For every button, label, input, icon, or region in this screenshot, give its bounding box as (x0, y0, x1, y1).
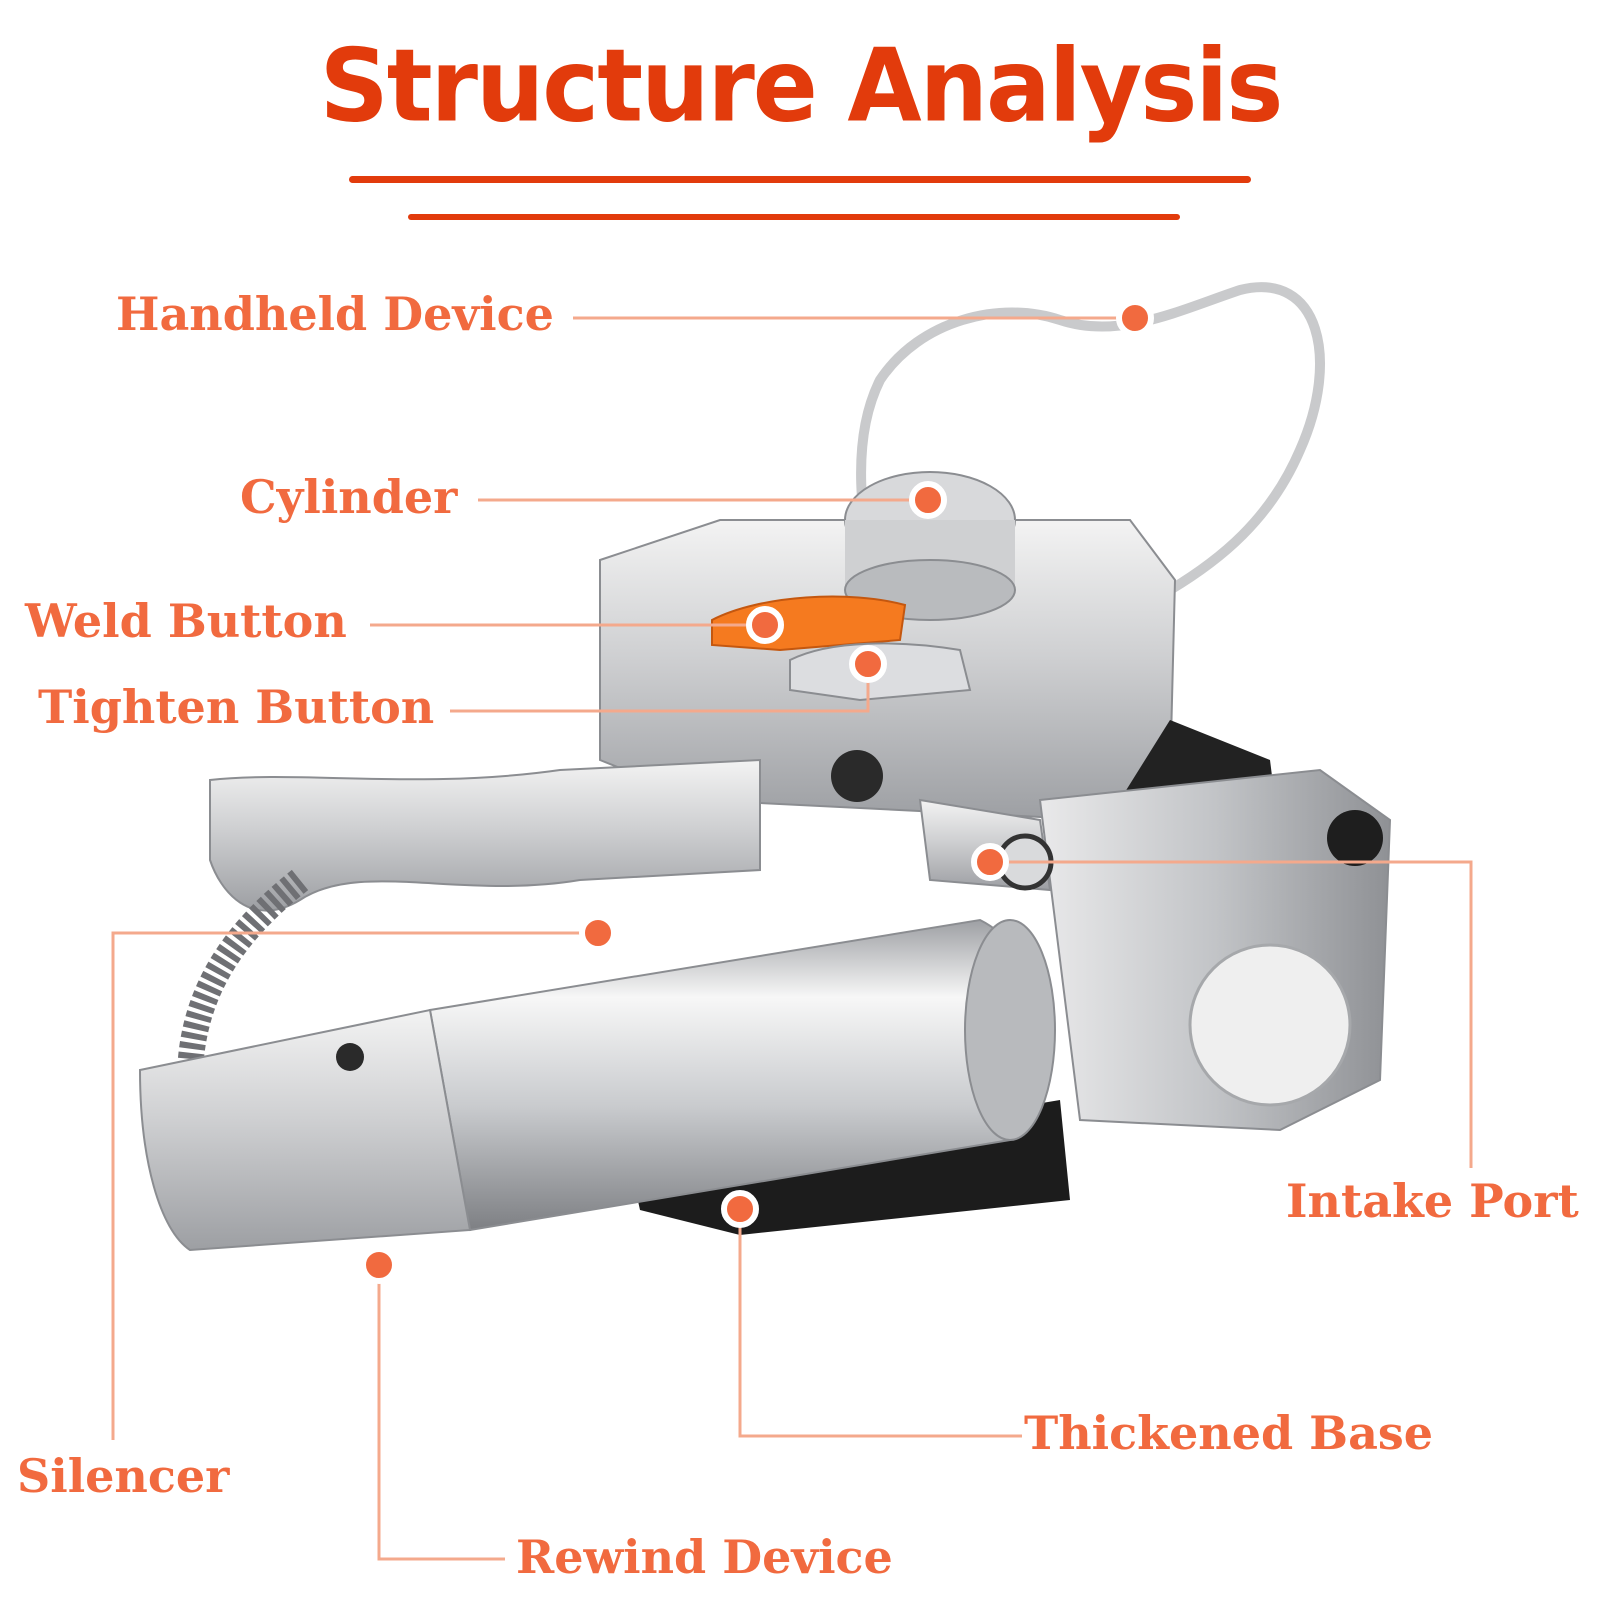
dot-handheld (1116, 299, 1154, 337)
label-thickened-base: Thickened Base (1024, 1406, 1434, 1460)
dot-tighten (849, 645, 887, 683)
label-silencer: Silencer (17, 1449, 230, 1503)
label-cylinder: Cylinder (240, 470, 458, 524)
page-title: Structure Analysis (319, 27, 1284, 145)
leader-intake (990, 860, 1473, 1168)
label-handheld-device: Handheld Device (116, 287, 554, 341)
title-underline-bottom (408, 214, 1180, 220)
label-rewind-device: Rewind Device (516, 1530, 893, 1584)
dot-silencer (579, 914, 617, 952)
leader-rewind (377, 1265, 505, 1561)
title-underline-top (349, 176, 1251, 183)
dot-intake (971, 843, 1009, 881)
label-weld-button: Weld Button (25, 594, 347, 648)
dot-cylinder (909, 481, 947, 519)
leader-thickened (738, 1209, 1022, 1438)
spring-hose (177, 869, 309, 1081)
dot-weld (746, 606, 784, 644)
label-tighten-button: Tighten Button (38, 680, 435, 734)
leader-silencer (111, 931, 598, 1440)
dot-rewind (360, 1246, 398, 1284)
front-nose (138, 1008, 472, 1252)
label-intake-port: Intake Port (1286, 1174, 1579, 1228)
side-cap (1188, 943, 1352, 1107)
handle-loop (856, 282, 1325, 615)
dot-thickened (721, 1190, 759, 1228)
